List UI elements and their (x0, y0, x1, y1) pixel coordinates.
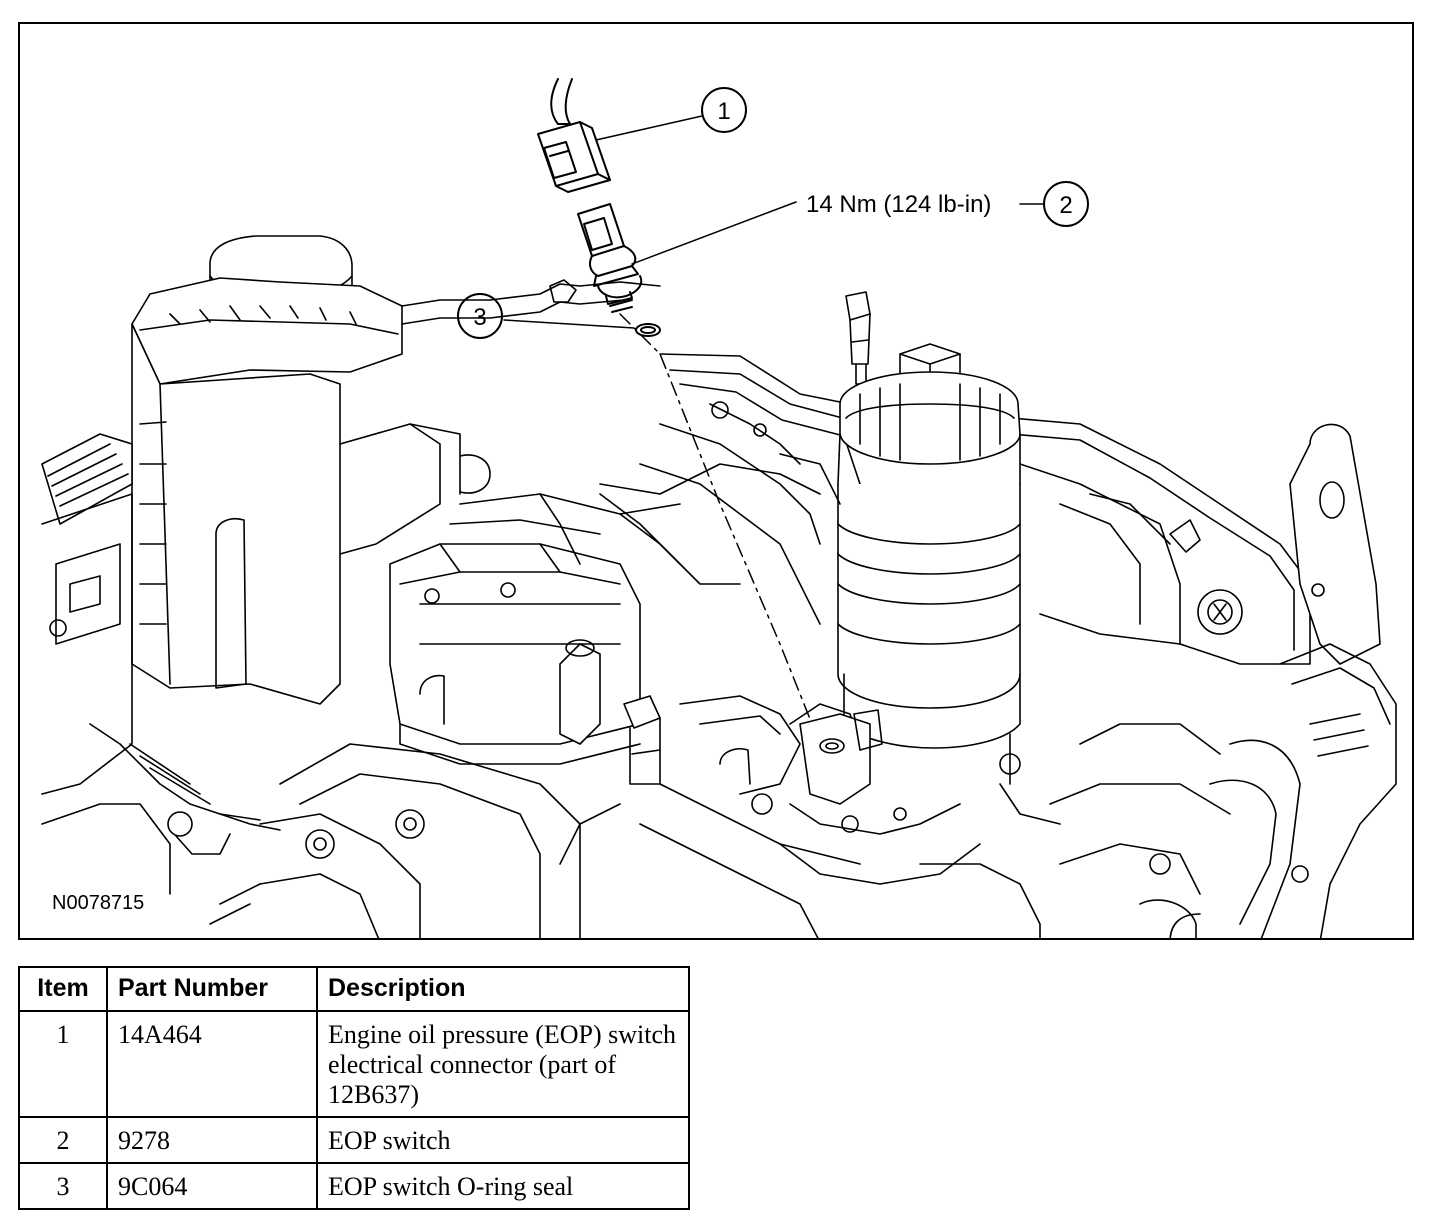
engine-illustration: 1 14 Nm (124 lb-in) 2 3 (41, 78, 1397, 938)
table-row: 3 9C064 EOP switch O-ring seal (18, 1162, 690, 1210)
o-ring-seal (635, 323, 661, 337)
parts-table: Item Part Number Description 1 14A464 En… (18, 966, 690, 1210)
engine-illustration-frame: 1 14 Nm (124 lb-in) 2 3 (18, 22, 1414, 940)
table-row: 2 9278 EOP switch (18, 1116, 690, 1164)
row-part-number: 14A464 (106, 1010, 318, 1118)
callout-1-number: 1 (717, 98, 730, 125)
row-description: EOP switch O-ring seal (316, 1162, 690, 1210)
callout-1: 1 (595, 87, 747, 141)
row-part-number: 9278 (106, 1116, 318, 1164)
table-header-row: Item Part Number Description (18, 966, 690, 1012)
eop-connector (537, 78, 611, 193)
row-item: 3 (18, 1162, 108, 1210)
row-description: EOP switch (316, 1116, 690, 1164)
row-item: 1 (18, 1010, 108, 1118)
row-item: 2 (18, 1116, 108, 1164)
figure-id-label: N0078715 (52, 892, 145, 914)
header-part-number: Part Number (106, 966, 318, 1012)
callout-2: 14 Nm (124 lb-in) 2 (631, 181, 1089, 265)
table-row: 1 14A464 Engine oil pressure (EOP) switc… (18, 1010, 690, 1118)
row-part-number: 9C064 (106, 1162, 318, 1210)
header-item: Item (18, 966, 108, 1012)
eop-switch (577, 203, 643, 313)
row-description: Engine oil pressure (EOP) switch electri… (316, 1010, 690, 1118)
engine-assembly (41, 235, 1397, 938)
header-description: Description (316, 966, 690, 1012)
callout-2-number: 2 (1059, 192, 1072, 219)
torque-spec-label: 14 Nm (124 lb-in) (806, 191, 991, 218)
